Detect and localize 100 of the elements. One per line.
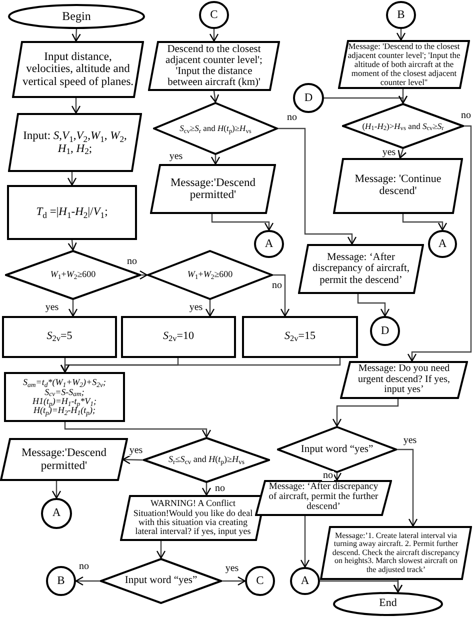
flow-arrow bbox=[52, 481, 62, 499]
io-parallelogram bbox=[333, 158, 463, 214]
process-box bbox=[2, 316, 117, 358]
io-parallelogram bbox=[12, 41, 144, 98]
node-text: W$_{1}$+W$_{2}$≥600 bbox=[187, 270, 233, 280]
edge-label: yes bbox=[402, 436, 418, 446]
decision-diamond bbox=[153, 102, 278, 155]
edge-label: no bbox=[322, 471, 334, 481]
node-text: Message:'Descend permitted' bbox=[169, 176, 257, 202]
flow-arrow bbox=[332, 472, 342, 481]
flow-arrow bbox=[139, 270, 148, 280]
node-text: C bbox=[256, 574, 264, 588]
node-text: S$_{2v}$=10 bbox=[163, 331, 194, 343]
node-text: Input distance, velocities, altitude and vertical speed of planes. bbox=[21, 51, 135, 88]
node-text: Message: Do you need urgent descend? If yes, input yes’ bbox=[356, 364, 451, 396]
flow-arrow bbox=[398, 89, 408, 104]
decision-diamond bbox=[147, 250, 273, 300]
flow-arrow bbox=[64, 422, 212, 438]
node-text: S$_{cv}$≥S$_{r}$ and H(t$_{p}$)≥H$_{vs}$ bbox=[180, 124, 252, 133]
flow-arrow bbox=[332, 399, 399, 427]
node-text: S$_{r}$≤S$_{cv}$ and H(t$_{p}$)≥H$_{vs}$ bbox=[168, 455, 244, 465]
connector-circle bbox=[386, 1, 416, 29]
connector-circle bbox=[254, 230, 284, 258]
flow-arrow bbox=[75, 576, 100, 586]
node-text: A bbox=[438, 238, 447, 250]
node-text: Input word “yes” bbox=[300, 444, 374, 455]
node-text: Message: ‘After discrepancy of aircraft, permit the further descend’ bbox=[268, 483, 380, 513]
edge-label: no bbox=[286, 113, 298, 123]
edge-label: no bbox=[214, 484, 226, 494]
edge-label: yes bbox=[44, 303, 60, 313]
flow-arrow bbox=[396, 29, 406, 41]
flow-arrow bbox=[60, 358, 341, 373]
node-text: B bbox=[57, 574, 65, 588]
process-box bbox=[242, 316, 358, 358]
flow-arrow bbox=[210, 155, 220, 165]
node-text: A bbox=[264, 238, 274, 250]
edge-label: no bbox=[271, 281, 283, 291]
node-text: S$_{2v}$=15 bbox=[284, 331, 316, 343]
flow-arrow bbox=[156, 541, 166, 559]
connector-circle bbox=[245, 566, 275, 596]
io-parallelogram bbox=[298, 244, 424, 294]
node-text: D bbox=[304, 92, 313, 104]
connector-circle bbox=[199, 1, 229, 29]
terminator-ellipse bbox=[333, 592, 443, 616]
io-parallelogram bbox=[0, 438, 128, 481]
flow-arrow bbox=[68, 240, 77, 251]
node-text: Input word “yes” bbox=[124, 575, 198, 586]
edge-label: no bbox=[126, 257, 138, 267]
flow-arrow bbox=[398, 148, 407, 159]
node-text: B bbox=[397, 8, 405, 22]
node-text: S$_{am}$=t$_{d}$*(W$_{1}$+W$_{2}$)+S$_{2v}$; bbox=[23, 378, 106, 388]
flow-arrow bbox=[357, 294, 390, 317]
decision-diamond bbox=[100, 558, 222, 604]
flow-arrow bbox=[407, 125, 472, 362]
node-text: (H$_{1}$-H$_{2}$)>H$_{vs}$ and S$_{cv}$≥S$_{r}$ bbox=[362, 122, 444, 130]
node-text: WARNING! A Conflict Situation!Would you like do deal with this situation via creating lateral interval? if yes, input yes bbox=[132, 499, 254, 537]
node-text: Input: S,V$_{1}$,V$_{2}$,W$_{1}$, W$_{2}$, H$_{1}$, H$_{2}$; bbox=[22, 130, 128, 155]
flow-arrow bbox=[211, 214, 274, 231]
node-text: S$_{2v}$=5 bbox=[46, 331, 72, 343]
connector-circle bbox=[370, 316, 400, 346]
io-parallelogram bbox=[255, 480, 392, 516]
flow-arrow bbox=[71, 98, 81, 114]
node-text: T$_{d}$ =|H$_{1}$-H$_{2}$|/V$_{1}$; bbox=[36, 206, 108, 219]
connector-circle bbox=[290, 567, 320, 595]
node-text: S$_{cv}$=S-S$_{am}$; bbox=[44, 388, 84, 397]
io-parallelogram bbox=[320, 526, 472, 580]
edge-label: yes bbox=[128, 446, 144, 456]
flow-arrow bbox=[278, 128, 357, 245]
flow-arrow bbox=[393, 580, 403, 593]
process-box bbox=[121, 316, 236, 358]
node-text: Message:’1. Create lateral interval via turning away aircraft. 2. Permit further descend. Check the aircraft discrepancy on heights3. March slowest aircraft on the adjusted track’ bbox=[331, 532, 461, 574]
terminator-ellipse bbox=[8, 4, 145, 29]
edge-label: yes bbox=[168, 152, 184, 162]
io-parallelogram bbox=[338, 40, 470, 89]
node-text: A bbox=[52, 507, 61, 520]
edge-label: yes bbox=[381, 148, 397, 158]
flow-arrow bbox=[205, 300, 215, 317]
flow-arrow bbox=[122, 455, 144, 464]
decision-diamond bbox=[143, 437, 270, 483]
flow-arrow bbox=[209, 29, 219, 42]
flow-arrow bbox=[397, 448, 418, 527]
connector-circle bbox=[41, 498, 72, 529]
flow-arrow bbox=[67, 172, 77, 186]
node-text: End bbox=[379, 598, 397, 610]
decision-diamond bbox=[277, 426, 397, 473]
flow-arrow bbox=[273, 274, 290, 317]
node-text: H(t$_{p}$)=H$_{2}$-H$_{1}$(t$_{p}$); bbox=[33, 406, 96, 416]
node-text: Message: ‘After discrepancy of aircraft, permit the descend’ bbox=[311, 252, 411, 286]
decision-diamond bbox=[5, 250, 141, 300]
connector-circle bbox=[428, 230, 457, 258]
edge-label: no bbox=[78, 562, 90, 572]
io-parallelogram bbox=[150, 164, 276, 214]
flow-arrow bbox=[300, 516, 310, 568]
node-text: A bbox=[300, 574, 310, 588]
io-parallelogram bbox=[8, 113, 142, 172]
edge-label: no bbox=[460, 111, 472, 121]
flow-arrow bbox=[68, 300, 78, 317]
edge-label: yes bbox=[224, 564, 240, 574]
node-text: Message:'Descend permitted' bbox=[20, 447, 108, 472]
node-text: H1(t$_{p}$)=H$_{1}$-t$_{p}$*V$_{1}$; bbox=[32, 397, 97, 406]
